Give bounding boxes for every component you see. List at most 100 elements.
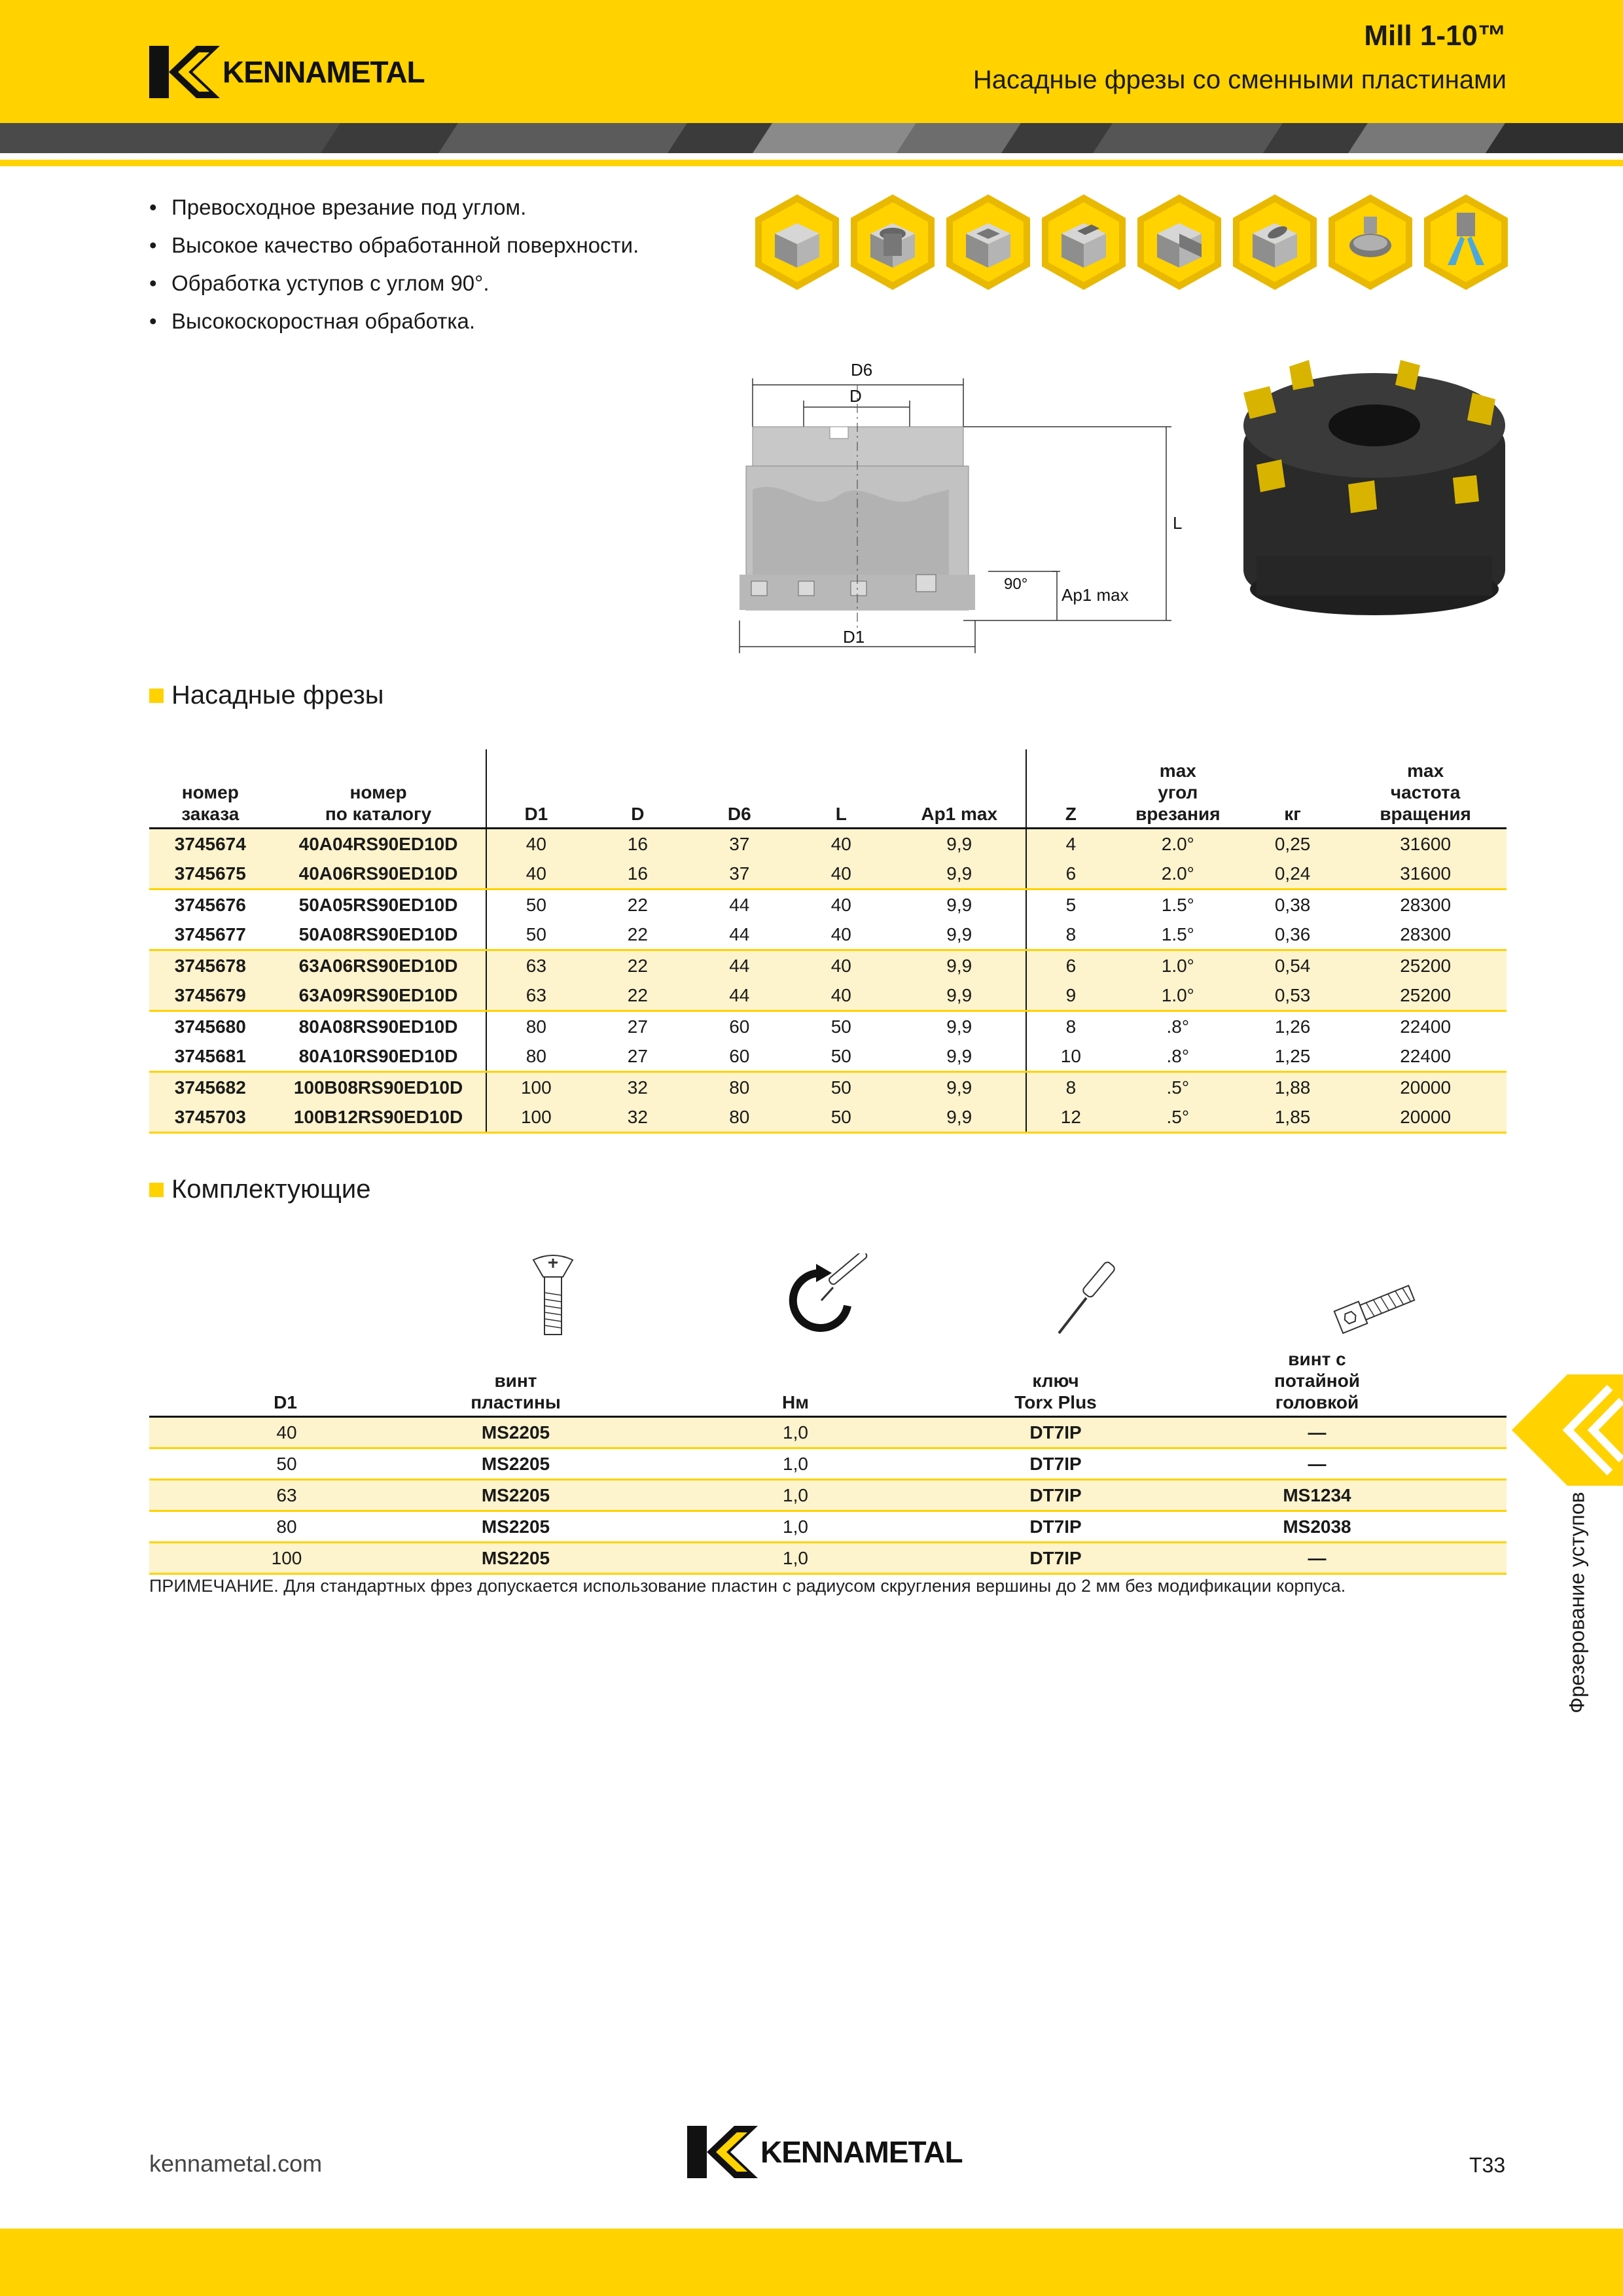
dim-label-d6: D6: [851, 360, 872, 380]
cell-l: 40: [830, 924, 851, 944]
cell-d: 16: [586, 858, 690, 889]
cell-z: 5: [1026, 888, 1115, 920]
cell-order: 3745676: [149, 888, 272, 920]
slotting-icon: [1042, 194, 1126, 290]
cell-rpm: 22400: [1400, 1045, 1452, 1066]
cell-d6: 44: [689, 888, 790, 920]
cell-kg: 0,38: [1240, 888, 1345, 920]
cell-z: 9: [1026, 980, 1115, 1011]
cell-kg: 1,26: [1240, 1009, 1345, 1041]
section-title: Комплектующие: [171, 1175, 371, 1204]
header-gap: [0, 153, 1623, 160]
table-bottom-rule: [149, 1131, 1507, 1134]
cell-d6: 60: [689, 1009, 790, 1041]
cell-ap1: 9,9: [893, 948, 1027, 980]
cell-d1: 80: [149, 1510, 424, 1543]
section-header-cutters: Насадные фрезы: [149, 681, 384, 710]
cell-kg: 0,53: [1240, 980, 1345, 1011]
footer-band: [0, 2229, 1623, 2296]
cell-d: 22: [586, 948, 690, 980]
cell-order: 3745681: [174, 1045, 246, 1066]
logo-wordmark: KENNAMETAL: [223, 55, 425, 89]
torque-wrench-icon: [789, 1253, 868, 1332]
cell-rpm: 20000: [1344, 1070, 1507, 1102]
col-d1: D1: [486, 749, 586, 829]
cell-d1: 100: [149, 1541, 424, 1574]
cell-order: 3745678: [149, 948, 272, 980]
cell-l: 40: [789, 980, 893, 1011]
cell-d1: 100: [486, 1070, 586, 1102]
cell-nm: 1,0: [607, 1541, 984, 1574]
cell-order: 3745703: [149, 1102, 272, 1132]
cell-d6: 44: [689, 980, 790, 1011]
cell-d: 32: [586, 1070, 690, 1102]
footer-logo[interactable]: KENNAMETAL: [687, 2126, 963, 2178]
cutter-body-icon: [1329, 194, 1412, 290]
cell-nm: 1,0: [607, 1510, 984, 1543]
cell-nm: 1,0: [607, 1416, 984, 1448]
col-d: D: [586, 749, 690, 829]
feature-item: Высокое качество обработанной поверхност…: [149, 226, 738, 264]
cell-z: 12: [1026, 1102, 1115, 1132]
section-header-parts: Комплектующие: [149, 1175, 371, 1204]
side-tab-arrow-icon[interactable]: [1512, 1374, 1623, 1486]
cell-kg: 0,36: [1274, 924, 1311, 944]
countersunk-screw-icon: [1333, 1284, 1416, 1335]
cell-rpm: 25200: [1344, 948, 1507, 980]
cell-order: 3745680: [149, 1009, 272, 1041]
kennametal-k-icon: [687, 2126, 758, 2178]
table-bottom-rule: [149, 1573, 1507, 1575]
cell-ramp: .5°: [1115, 1070, 1241, 1102]
feature-item: Высокоскоростная обработка.: [149, 302, 738, 340]
cell-catalog: 80A08RS90ED10D: [271, 1009, 487, 1041]
cell-ramp: 2.0°: [1115, 827, 1241, 859]
cell-l: 50: [789, 1102, 893, 1132]
product-title: Mill 1-10™: [1364, 20, 1507, 52]
cell-d1: 50: [486, 888, 586, 920]
cell-l: 50: [830, 1045, 851, 1066]
cell-ap1: 9,9: [893, 980, 1027, 1011]
cell-l: 50: [789, 1009, 893, 1041]
cell-z: 8: [1065, 924, 1077, 944]
cell-d6: 37: [689, 858, 790, 889]
cell-d1: 50: [526, 924, 546, 944]
cell-l: 50: [789, 1070, 893, 1102]
cell-d1: 100: [486, 1102, 586, 1132]
kennametal-k-icon: [149, 46, 220, 98]
shoulder-milling-icon: [1137, 194, 1221, 290]
cell-order: 3745677: [174, 924, 246, 944]
cell-kg: 1,85: [1240, 1102, 1345, 1132]
cell-cap: —: [1128, 1541, 1507, 1574]
header-logo[interactable]: KENNAMETAL: [149, 46, 425, 98]
cell-catalog: 100B12RS90ED10D: [271, 1102, 487, 1132]
feature-list: Превосходное врезание под углом. Высокое…: [149, 188, 738, 340]
dim-label-ap1: Ap1 max: [1061, 585, 1129, 605]
bottom-rule: [149, 1131, 1507, 1134]
cell-cap: MS2038: [1128, 1510, 1507, 1543]
col-ap1: Ap1 max: [893, 749, 1027, 829]
cell-key: DT7IP: [984, 1447, 1128, 1480]
col-kg: кг: [1240, 749, 1345, 829]
cell-ramp: .8°: [1115, 1009, 1241, 1041]
cell-screw: MS2205: [424, 1479, 607, 1511]
cell-screw: MS2205: [424, 1447, 607, 1480]
cell-ramp: 1.5°: [1115, 888, 1241, 920]
cell-kg: 0,24: [1240, 858, 1345, 889]
cell-d: 22: [627, 924, 648, 944]
side-tab-label-container[interactable]: Фрезерование уступов: [1554, 1492, 1600, 1728]
cell-z: 8: [1026, 1009, 1115, 1041]
cell-catalog: 50A05RS90ED10D: [271, 888, 487, 920]
footer-url[interactable]: kennametal.com: [149, 2150, 323, 2177]
cell-nm: 1,0: [607, 1447, 984, 1480]
cell-rpm: 20000: [1344, 1102, 1507, 1132]
cell-ap1: 9,9: [893, 1041, 1027, 1071]
